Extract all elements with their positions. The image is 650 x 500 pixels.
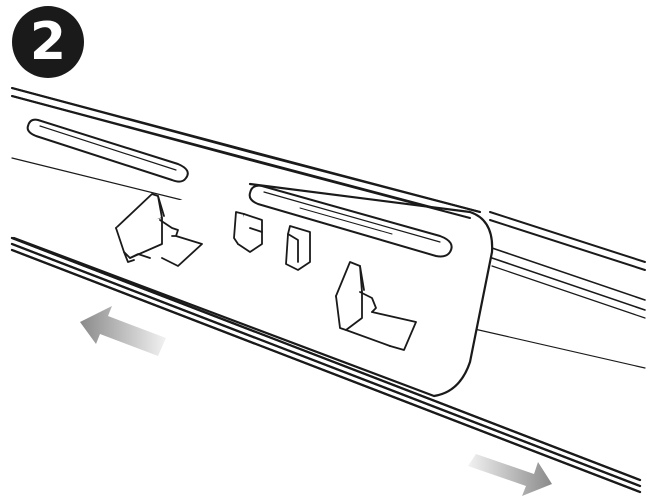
slide-right-arrow-icon — [468, 454, 552, 496]
plate-slot — [248, 184, 453, 258]
middle-tab-right — [285, 225, 311, 271]
right-clip — [335, 261, 417, 351]
rail-center-line — [11, 157, 191, 203]
step-number-badge: 2 — [12, 6, 84, 78]
middle-tab-left — [233, 211, 263, 253]
mounting-plate — [12, 182, 494, 398]
right-rail-lines — [469, 211, 646, 369]
plate-bottom-edge — [10, 236, 642, 494]
slide-left-arrow-icon — [80, 306, 166, 356]
left-rail-slot — [26, 118, 189, 183]
left-clip — [115, 193, 203, 267]
